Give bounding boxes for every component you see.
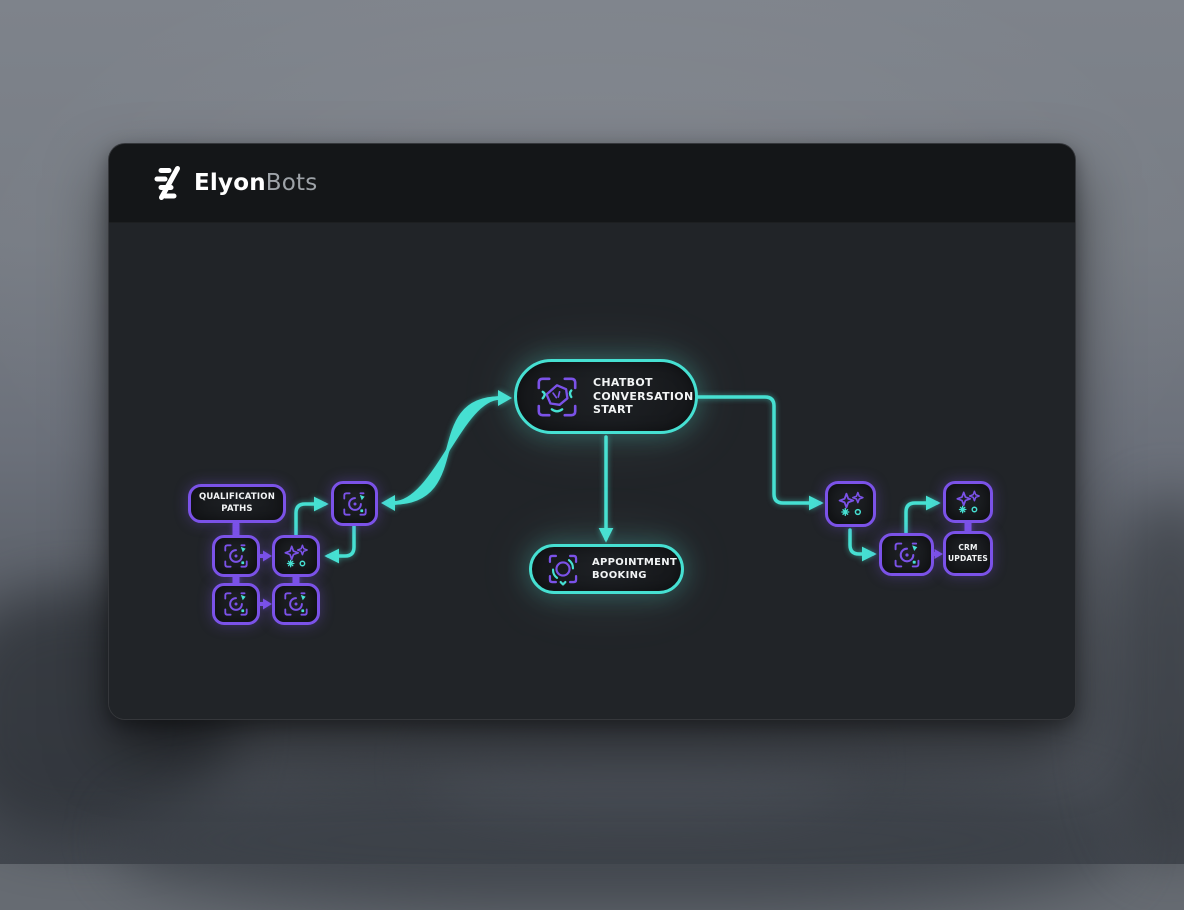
- app-header: ElyonBots: [109, 144, 1075, 223]
- edge-processor-to-enrichment: [904, 495, 941, 535]
- node-chatbot-conversation-start[interactable]: CHATBOT CONVERSATION START: [514, 359, 698, 434]
- node-crm-updates[interactable]: CRM UPDATES: [943, 531, 993, 576]
- sync-scan-icon: [544, 550, 582, 588]
- node-qualification-paths[interactable]: QUALIFICATION PATHS: [188, 484, 286, 523]
- workflow-window: ElyonBots: [108, 143, 1076, 720]
- edge-purple-stubs: [232, 518, 972, 588]
- processor-scan-icon: [340, 489, 370, 519]
- edge-bundle-hub-chatbot: [381, 390, 512, 511]
- flow-connectors: [232, 390, 972, 610]
- elyonbots-logo: [154, 166, 180, 200]
- node-qualification-step-4[interactable]: [272, 583, 320, 625]
- node-qualification-hub[interactable]: [331, 481, 378, 526]
- processor-scan-icon: [221, 589, 251, 619]
- node-label: QUALIFICATION PATHS: [198, 492, 276, 514]
- node-label: APPOINTMENT BOOKING: [592, 557, 678, 581]
- processor-scan-icon: [281, 589, 311, 619]
- edge-step2-to-hub: [294, 496, 329, 537]
- background-shadow-blob: [430, 720, 850, 810]
- brand-name-secondary: Bots: [265, 169, 318, 196]
- sparkles-icon: [953, 487, 983, 517]
- bot-scan-icon: [531, 371, 583, 423]
- node-crm-enrichment[interactable]: [943, 481, 993, 523]
- edge-chatbot-to-crm-entry: [696, 395, 824, 511]
- node-label: CRM UPDATES: [947, 543, 989, 563]
- processor-scan-icon: [221, 541, 251, 571]
- brand-name-primary: Elyon: [194, 169, 266, 196]
- node-crm-entry[interactable]: [825, 481, 876, 527]
- sparkles-icon: [281, 541, 311, 571]
- node-qualification-step-3[interactable]: [212, 583, 260, 625]
- node-qualification-step-2[interactable]: [272, 535, 320, 577]
- node-crm-processor[interactable]: [879, 533, 934, 576]
- node-label: CHATBOT CONVERSATION START: [593, 375, 694, 417]
- edge-purple-arrows: [260, 549, 943, 610]
- node-qualification-step-1[interactable]: [212, 535, 260, 577]
- flow-canvas: CHATBOT CONVERSATION START APPOINTMENT B…: [109, 223, 1075, 719]
- brand-name: ElyonBots: [194, 169, 318, 196]
- processor-scan-icon: [891, 539, 923, 571]
- edge-crmentry-to-processor: [848, 528, 877, 562]
- sparkles-icon: [835, 488, 867, 520]
- background-shadow-blob: [1110, 500, 1184, 860]
- node-appointment-booking[interactable]: APPOINTMENT BOOKING: [529, 544, 684, 594]
- edge-hub-to-step2: [324, 524, 356, 564]
